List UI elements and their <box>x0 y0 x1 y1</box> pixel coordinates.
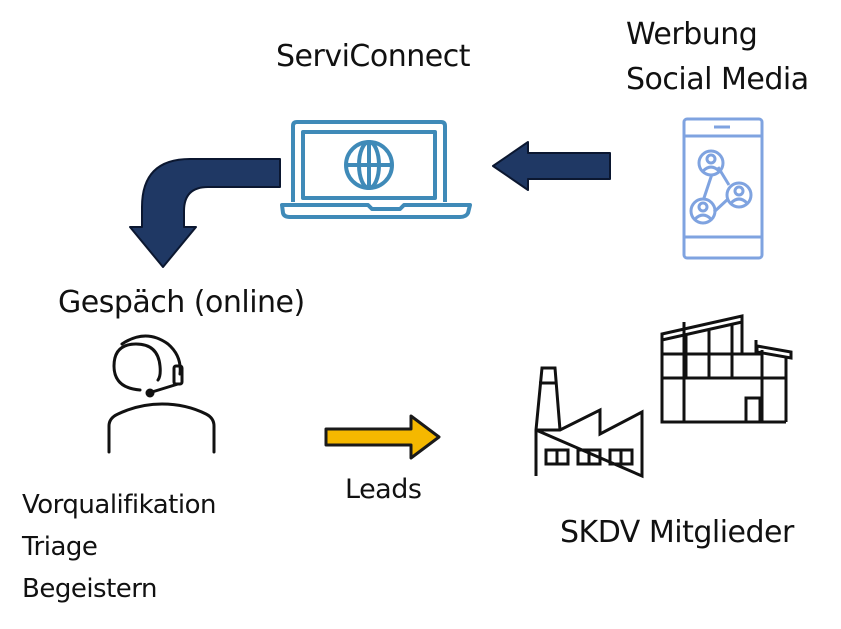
factory-icon <box>534 366 644 479</box>
headset-agent-icon <box>107 334 216 454</box>
serviconnect-label: ServiConnect <box>276 39 470 74</box>
task-begeistern: Begeistern <box>22 574 158 604</box>
smartphone-social-network-icon <box>682 117 764 260</box>
modern-building-icon <box>660 314 793 424</box>
conversation-label: Gespäch (online) <box>58 285 305 320</box>
laptop-globe-icon <box>280 120 472 219</box>
arrow-advertising-to-serviconnect <box>492 141 611 191</box>
task-triage: Triage <box>22 532 98 562</box>
arrow-conversation-to-members <box>324 414 441 460</box>
arrow-serviconnect-to-conversation <box>129 158 281 268</box>
members-label: SKDV Mitglieder <box>560 515 794 550</box>
leads-label: Leads <box>345 474 422 505</box>
advertising-label-line2: Social Media <box>626 62 809 97</box>
advertising-label-line1: Werbung <box>626 17 758 52</box>
task-vorqualifikation: Vorqualifikation <box>22 490 216 520</box>
